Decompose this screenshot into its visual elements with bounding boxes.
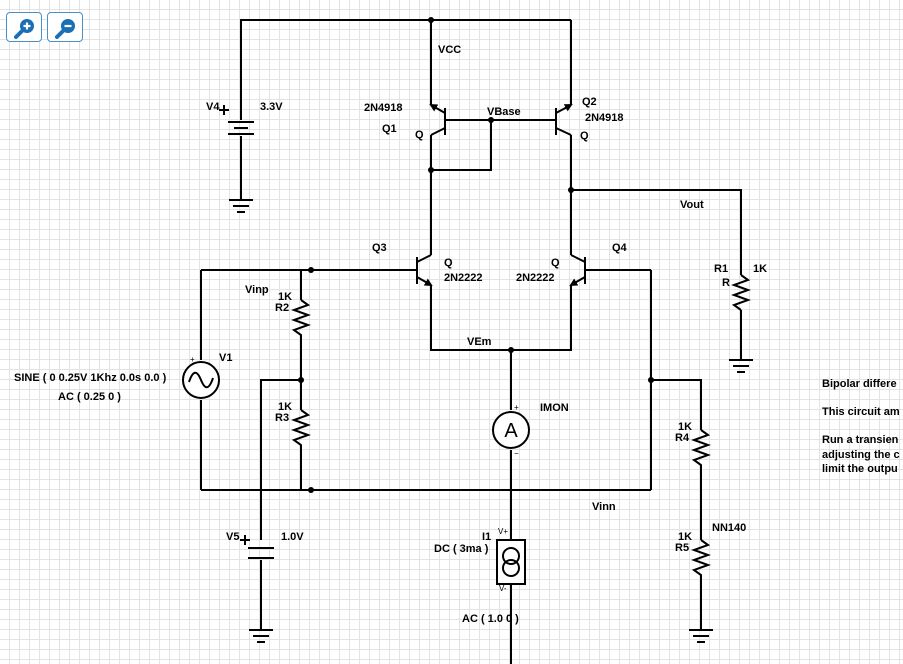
v1-ac-label: AC ( 0.25 0 ) bbox=[58, 391, 121, 403]
r5-name-label: R5 bbox=[675, 542, 689, 554]
v5-value-label: 1.0V bbox=[281, 531, 304, 543]
description-notes: Bipolar differe This circuit am Run a tr… bbox=[822, 378, 900, 475]
r1-value-label: 1K bbox=[753, 263, 767, 275]
resistor-zigzags bbox=[291, 274, 751, 580]
q1-name-label: Q1 bbox=[382, 123, 397, 135]
ground-symbols bbox=[229, 199, 753, 643]
r1-sub-label: R bbox=[722, 277, 730, 289]
v4-value-label: 3.3V bbox=[260, 101, 283, 113]
vout-label: Vout bbox=[680, 199, 704, 211]
note-line-2: This circuit am bbox=[822, 406, 900, 418]
r2-resistor bbox=[291, 299, 311, 340]
q2-model-label: 2N4918 bbox=[585, 112, 624, 124]
i1-ac-label: AC ( 1.0 0 ) bbox=[462, 613, 519, 625]
q4-pin-label: Q bbox=[551, 257, 560, 269]
r2-value-label: 1K bbox=[278, 291, 292, 303]
imon-ammeter bbox=[492, 411, 530, 449]
imon-label: IMON bbox=[540, 402, 569, 414]
vem-label: VEm bbox=[467, 336, 492, 348]
vinn-label: Vinn bbox=[592, 501, 616, 513]
r1-name-label: R1 bbox=[714, 263, 728, 275]
r1-resistor bbox=[731, 274, 751, 311]
v4-name-label: V4 bbox=[206, 101, 220, 113]
v1-plus-mark: + bbox=[190, 355, 195, 364]
q3-pin-label: Q bbox=[444, 257, 453, 269]
q3-model-label: 2N2222 bbox=[444, 272, 483, 284]
zoom-in-button[interactable] bbox=[6, 12, 42, 42]
q4-name-label: Q4 bbox=[612, 242, 628, 254]
imon-minus-mark: − bbox=[514, 449, 519, 458]
junction-dots bbox=[298, 17, 654, 493]
q2-transistor bbox=[555, 104, 573, 136]
q1-pin-label: Q bbox=[415, 129, 424, 141]
q3-transistor bbox=[416, 254, 433, 286]
q4-transistor bbox=[569, 254, 586, 286]
zoom-out-button[interactable] bbox=[47, 12, 83, 42]
nn140-label: NN140 bbox=[712, 522, 746, 534]
q4-model-label: 2N2222 bbox=[516, 272, 555, 284]
q1-transistor bbox=[429, 104, 446, 136]
ground-r5 bbox=[689, 629, 713, 643]
i1-dc-label: DC ( 3ma ) bbox=[434, 543, 489, 555]
polarity-marks: + + − A V+ V- bbox=[190, 355, 519, 593]
ground-v5 bbox=[249, 629, 273, 643]
r3-resistor bbox=[291, 409, 311, 450]
note-line-3: Run a transien bbox=[822, 434, 899, 446]
i1-name-label: I1 bbox=[482, 531, 491, 543]
vcc-label: VCC bbox=[438, 44, 461, 56]
v5-name-label: V5 bbox=[226, 531, 239, 543]
q1-model-label: 2N4918 bbox=[364, 102, 403, 114]
ground-v4 bbox=[229, 199, 253, 213]
q2-name-label: Q2 bbox=[582, 96, 597, 108]
vbase-label: VBase bbox=[487, 106, 521, 118]
r3-value-label: 1K bbox=[278, 401, 292, 413]
q2-pin-label: Q bbox=[580, 130, 589, 142]
q3-name-label: Q3 bbox=[372, 242, 387, 254]
r4-resistor bbox=[691, 429, 711, 470]
note-line-1: Bipolar differe bbox=[822, 378, 897, 390]
i1-vminus-mark: V- bbox=[499, 584, 507, 593]
note-line-5: limit the outpu bbox=[822, 463, 898, 475]
wires bbox=[200, 19, 742, 664]
r4-name-label: R4 bbox=[675, 432, 690, 444]
v4-battery bbox=[219, 105, 254, 135]
ground-r1 bbox=[729, 359, 753, 373]
ammeter-a-symbol: A bbox=[504, 420, 518, 442]
v1-name-label: V1 bbox=[219, 352, 232, 364]
v5-battery bbox=[240, 535, 274, 559]
r5-resistor bbox=[691, 539, 711, 580]
imon-plus-mark: + bbox=[514, 403, 519, 412]
v1-spec-label: SINE ( 0 0.25V 1Khz 0.0s 0.0 ) bbox=[14, 372, 167, 384]
r2-name-label: R2 bbox=[275, 302, 289, 314]
vinp-label: Vinp bbox=[245, 284, 269, 296]
r4-value-label: 1K bbox=[678, 421, 692, 433]
r5-value-label: 1K bbox=[678, 531, 692, 543]
zoom-out-icon bbox=[55, 19, 75, 39]
i1-current-source bbox=[496, 539, 526, 585]
r3-name-label: R3 bbox=[275, 412, 289, 424]
i1-vplus-mark: V+ bbox=[498, 527, 508, 536]
v1-sine-source bbox=[182, 361, 220, 399]
zoom-in-icon bbox=[14, 19, 34, 39]
component-labels: VCC V4 3.3V 2N4918 Q1 Q VBase Q2 2N4918 … bbox=[14, 44, 767, 625]
note-line-4: adjusting the c bbox=[822, 449, 900, 461]
